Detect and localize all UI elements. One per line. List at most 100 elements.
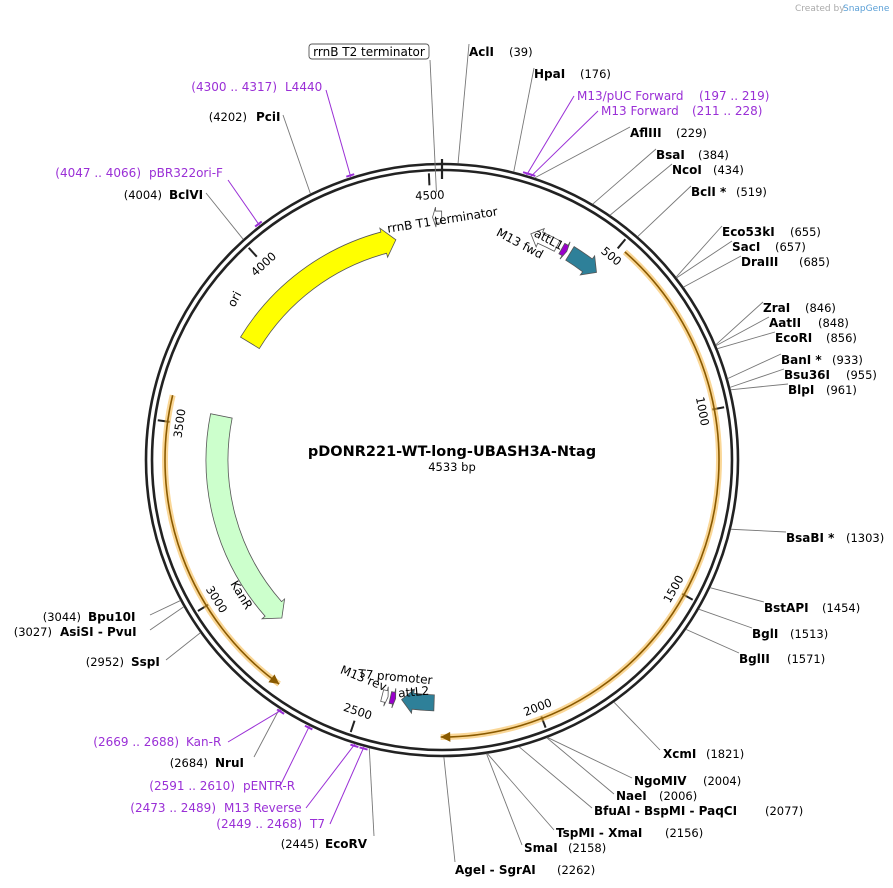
site-zrai: ZraI <box>763 301 790 315</box>
primer-m13-forward-pos: (211 .. 228) <box>692 104 762 118</box>
site-sspi: SspI <box>131 655 160 669</box>
leader-aatii <box>715 316 770 347</box>
watermark-created-by: Created by <box>795 4 845 14</box>
leader-eco53ki <box>675 225 723 278</box>
site-bglii-pos: (1571) <box>787 652 825 666</box>
leader-sspi <box>165 632 201 661</box>
tick-2500 <box>349 720 356 733</box>
tick-500 <box>616 238 627 250</box>
leader-ncoi <box>609 163 673 216</box>
leader-acli <box>457 43 470 164</box>
primer-kan-r: Kan-R <box>186 735 221 749</box>
site-bstapi: BstAPI <box>764 601 809 615</box>
primer-pbr322ori-f: pBR322ori-F <box>149 166 223 180</box>
site-nrui-pos: (2684) <box>170 756 208 770</box>
tick-label-500: 500 <box>598 244 624 269</box>
features <box>205 206 597 715</box>
site-saci-pos: (657) <box>775 240 806 254</box>
feature-rrnb-t2-terminator <box>432 206 443 228</box>
insert-arc-head <box>440 731 451 742</box>
site-nrui: NruI <box>215 756 244 770</box>
site-tspmi: TspMI - XmaI <box>556 826 642 840</box>
site-bclvi: BclVI <box>169 188 203 202</box>
tick-4000 <box>247 247 258 258</box>
primer-kan-r-pos: (2669 .. 2688) <box>93 735 179 749</box>
leader-asisi-pvui <box>149 606 185 631</box>
leader-bpu10i <box>149 600 181 616</box>
leader-bcli- <box>637 185 692 237</box>
tick-label-2500: 2500 <box>342 700 374 723</box>
site-labels-left: (2445) EcoRV (2684) NruI (2952) SspI (30… <box>14 110 368 851</box>
site-saci: SacI <box>732 240 760 254</box>
site-acli-pos: (39) <box>509 45 533 59</box>
primer-l4440-pos: (4300 .. 4317) <box>191 80 277 94</box>
primer-leader-m13-puc-forward <box>526 95 575 176</box>
leader-zrai <box>715 301 764 346</box>
leader-bfuai-bspmi-paqci <box>518 746 593 809</box>
tick-4500 <box>427 173 431 186</box>
site-bsai-pos: (384) <box>698 148 729 162</box>
leader-bgli <box>698 608 753 629</box>
leader-bsai <box>592 148 657 205</box>
site-draiii: DraIII <box>741 255 778 269</box>
site-bsu36i-pos: (955) <box>846 368 877 382</box>
primer-t7: T7 <box>309 817 325 831</box>
feature-label-ori: ori <box>225 289 245 309</box>
leader-agei-sgrai <box>443 756 456 863</box>
primer-m13-reverse: M13 Reverse <box>224 801 302 815</box>
feature-label-rrnb-t1: rrnB T1 terminator <box>386 204 499 235</box>
site-bsu36i: Bsu36I <box>784 368 830 382</box>
orange-arcs <box>162 249 722 742</box>
primer-leader-t7 <box>329 746 365 825</box>
site-aatii: AatII <box>769 316 801 330</box>
site-bsai: BsaI <box>656 148 685 162</box>
site-blpi: BlpI <box>788 383 814 397</box>
site-agei: AgeI - SgrAI <box>455 863 536 877</box>
leader-smai <box>486 753 523 846</box>
leader-xcmi <box>613 701 661 751</box>
site-naei: NaeI <box>616 789 647 803</box>
leader-lines <box>149 43 789 863</box>
primer-pbr322ori-f-pos: (4047 .. 4066) <box>55 166 141 180</box>
site-bsabi: BsaBI * <box>786 531 835 545</box>
primer-pentr-r: pENTR-R <box>243 779 295 793</box>
primer-m13-reverse-pos: (2473 .. 2489) <box>130 801 216 815</box>
primer-mark-pbr322ori-f <box>254 220 263 228</box>
site-bcli-pos: (519) <box>736 185 767 199</box>
primer-pentr-r-pos: (2591 .. 2610) <box>149 779 235 793</box>
primer-leader-pbr322ori-f <box>227 179 261 226</box>
site-aatii-pos: (848) <box>818 316 849 330</box>
site-ecori-pos: (856) <box>826 331 857 345</box>
site-bgli-pos: (1513) <box>790 627 828 641</box>
site-smai-pos: (2158) <box>568 841 606 855</box>
feature-label-attl2: attL2 <box>398 684 430 701</box>
site-labels: AclI (39) HpaI (176) AflIII (229) BsaI (… <box>455 45 884 877</box>
insert-arc <box>440 251 720 738</box>
feature-rrnb-t1-terminator <box>530 227 561 252</box>
site-bgli: BglI <box>752 627 778 641</box>
site-acli: AclI <box>469 45 494 59</box>
site-agei-pos: (2262) <box>557 863 595 877</box>
leader-rrnb-t2 <box>429 59 437 193</box>
primer-mark-pentr-r <box>304 724 313 731</box>
site-asisi-pos: (3027) <box>14 625 52 639</box>
site-ecorv-pos: (2445) <box>281 837 319 851</box>
site-bfuai: BfuAI - BspMI - PaqCI <box>594 804 737 818</box>
feature-ori <box>239 227 397 350</box>
site-sspi-pos: (2952) <box>86 655 124 669</box>
leader-nrui <box>253 708 280 758</box>
primer-m13-puc-forward-pos: (197 .. 219) <box>699 89 769 103</box>
feature-kanr <box>205 413 286 620</box>
site-pcii: PciI <box>256 110 281 124</box>
primer-leader-pentr-r <box>279 725 310 787</box>
primer-mark-m13-forward <box>527 172 536 177</box>
leader-afliii <box>534 126 631 179</box>
primer-mark-t7 <box>359 746 368 751</box>
site-ncoi-pos: (434) <box>713 163 744 177</box>
primer-m13-puc-forward: M13/pUC Forward <box>577 89 684 103</box>
feature-label-t7-promoter: T7 promoter <box>357 667 433 688</box>
leader-draiii <box>683 255 742 288</box>
feature-t7-promoter <box>380 686 389 707</box>
site-bpu10i-pos: (3044) <box>43 610 81 624</box>
site-asisi: AsiSI - PvuI <box>60 625 137 639</box>
